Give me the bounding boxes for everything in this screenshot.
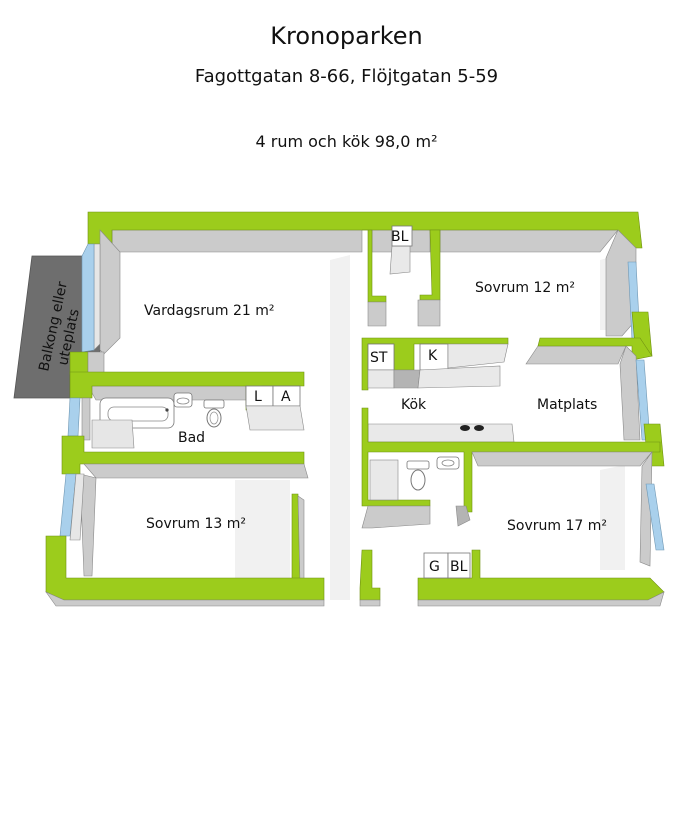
wall-bottom [45, 535, 665, 607]
wall-bedroom13-right [291, 493, 305, 585]
floor-shadows [235, 255, 625, 600]
wall-top [87, 211, 643, 253]
fixture-bl-bottom: BL [450, 559, 468, 575]
kitchen-counter: ST K [361, 337, 509, 391]
room-label-dining: Matplats [537, 397, 597, 413]
fixture-k: K [428, 348, 438, 364]
room-label-bedroom-12: Sovrum 12 m² [475, 280, 575, 296]
wall-dining-top [525, 337, 653, 365]
fixture-a: A [281, 389, 291, 405]
fixture-st: ST [370, 350, 388, 366]
plan-title: Kronoparken [270, 22, 423, 50]
bl-closet-top: BL [362, 225, 441, 327]
room-label-bedroom-17: Sovrum 17 m² [507, 518, 607, 534]
bathroom: L A Bad [61, 371, 309, 479]
room-label-bedroom-13: Sovrum 13 m² [146, 516, 246, 532]
plan-size: 4 rum och kök 98,0 m² [255, 132, 438, 151]
plan-address: Fagottgatan 8-66, Flöjtgatan 5-59 [194, 66, 499, 87]
fixture-bl-top: BL [391, 229, 409, 245]
wall-left-upper [69, 229, 121, 375]
kitchen-wc-block [361, 407, 665, 567]
wall-left-lower [59, 473, 97, 577]
room-label-kitchen: Kök [401, 397, 427, 413]
fixture-g: G [429, 559, 440, 575]
bl-closet-bottom: G BL [423, 552, 471, 579]
room-label-bath: Bad [178, 430, 205, 446]
fixture-l: L [254, 389, 262, 405]
wall-right-upper [605, 229, 653, 357]
room-label-living: Vardagsrum 21 m² [144, 303, 274, 319]
